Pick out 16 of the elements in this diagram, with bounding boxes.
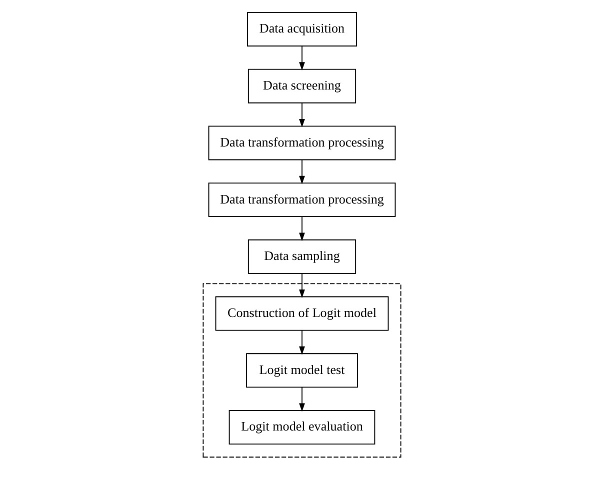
cluster [202, 283, 402, 458]
arrow [299, 386, 305, 412]
node-box: Logit model evaluation [228, 410, 376, 445]
arrow [299, 273, 305, 298]
arrow [299, 216, 305, 242]
node-box: Construction of Logit model [215, 296, 389, 331]
node-box: Data acquisition [247, 12, 357, 46]
node-box: Logit model test [246, 353, 358, 388]
node-box: Data sampling [248, 239, 356, 274]
arrow [299, 159, 305, 184]
arrow [299, 46, 305, 70]
node-box: Data transformation processing [208, 126, 396, 160]
arrow [299, 330, 305, 355]
node-box: Data screening [248, 68, 356, 104]
node-box: Data transformation processing [208, 182, 396, 218]
arrow [299, 102, 305, 128]
